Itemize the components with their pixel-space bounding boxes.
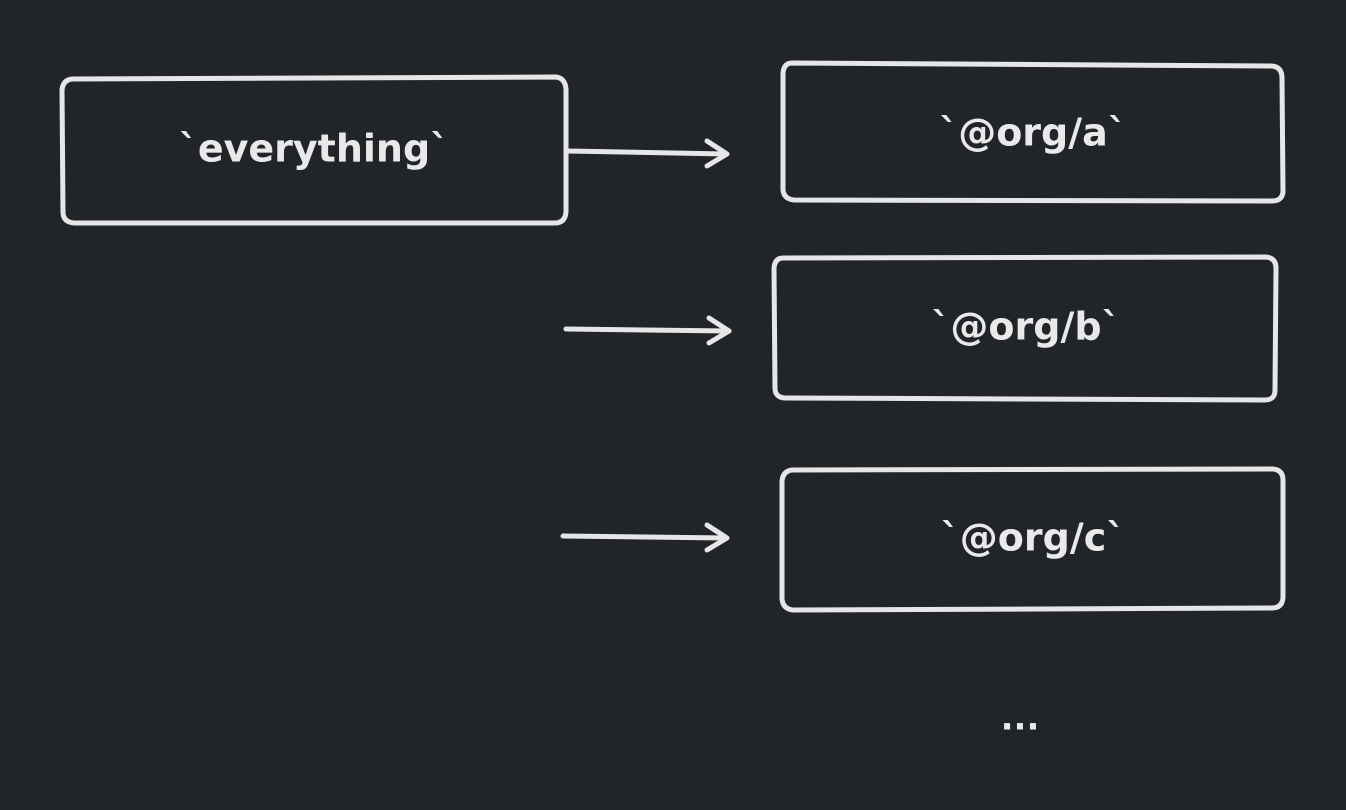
- target-node-org-c-box: [779, 466, 1286, 613]
- arrow-shaft: [564, 148, 729, 157]
- target-node-org-b-box: [771, 254, 1279, 403]
- arrow-head-icon: [706, 315, 732, 346]
- arrow-shaft: [563, 326, 732, 334]
- arrow-shaft: [560, 533, 729, 541]
- arrow-to-org-c: [560, 522, 730, 553]
- target-node-org-a[interactable]: `@org/a`: [780, 60, 1286, 204]
- target-node-org-c[interactable]: `@org/c`: [779, 466, 1286, 613]
- target-node-org-c-label: `@org/c`: [941, 516, 1125, 560]
- target-node-org-b[interactable]: `@org/b`: [771, 254, 1279, 403]
- arrow-head-icon: [704, 138, 730, 169]
- source-node-box: [59, 74, 569, 226]
- more-items-ellipsis: ...: [1001, 699, 1040, 739]
- target-node-org-a-box: [780, 60, 1286, 204]
- arrow-head-icon: [704, 522, 730, 553]
- arrow-to-org-b: [563, 315, 732, 346]
- source-node-label: `everything`: [179, 127, 449, 171]
- source-node[interactable]: `everything`: [59, 74, 569, 226]
- target-node-org-a-label: `@org/a`: [939, 111, 1127, 155]
- target-node-org-b-label: `@org/b`: [931, 305, 1120, 349]
- arrow-to-org-a: [564, 138, 730, 169]
